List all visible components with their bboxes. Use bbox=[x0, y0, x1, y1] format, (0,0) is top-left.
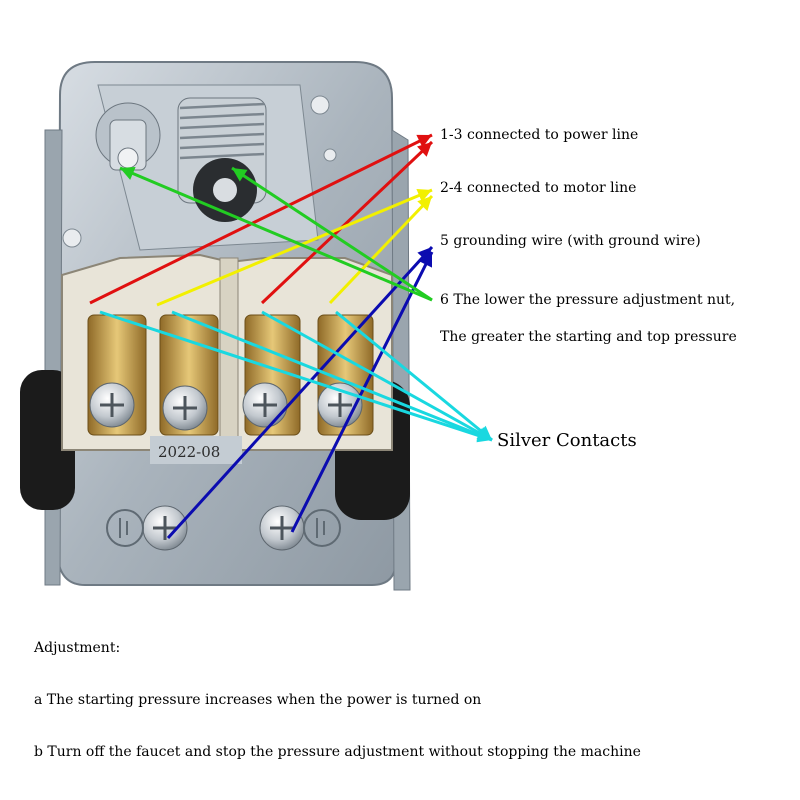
line-silver-2 bbox=[171, 310, 493, 442]
arrow-power-line-1-head bbox=[416, 134, 432, 148]
arrow-motor-line-2-head bbox=[417, 196, 432, 211]
rivet bbox=[310, 95, 330, 115]
arrow-nut-2 bbox=[231, 166, 433, 302]
ground-screws bbox=[106, 505, 341, 551]
label-motor-line: 2-4 connected to motor line bbox=[440, 180, 636, 196]
side-flange-left bbox=[44, 129, 63, 586]
arrow-power-line-1 bbox=[89, 133, 433, 305]
label-nut-line1: 6 The lower the pressure adjustment nut, bbox=[440, 292, 735, 308]
arrow-motor-line-1 bbox=[156, 188, 433, 307]
label-silver-contacts: Silver Contacts bbox=[497, 430, 637, 451]
adjustment-note-b: b Turn off the faucet and stop the press… bbox=[34, 744, 641, 760]
rivet bbox=[323, 148, 337, 162]
adjustment-spring bbox=[177, 97, 267, 222]
label-nut-line2: The greater the starting and top pressur… bbox=[440, 329, 737, 345]
arrow-nut-1 bbox=[119, 166, 433, 302]
line-silver-3 bbox=[261, 310, 493, 442]
line-silver-1 bbox=[99, 310, 493, 442]
callout-arrows bbox=[89, 133, 493, 540]
label-grounding: 5 grounding wire (with ground wire) bbox=[440, 233, 701, 249]
arrow-grounding-2 bbox=[290, 251, 434, 533]
date-stamp: 2022-08 bbox=[158, 443, 220, 461]
arrow-grounding-2-head bbox=[419, 252, 432, 268]
adjustment-note-a: a The starting pressure increases when t… bbox=[34, 692, 482, 708]
arrow-power-line-2 bbox=[260, 140, 434, 305]
ground-symbol bbox=[106, 509, 341, 547]
line-silver-4 bbox=[335, 310, 493, 442]
arrow-nut-2-head bbox=[232, 168, 248, 182]
arrow-grounding-1 bbox=[166, 245, 434, 540]
adjustment-nut bbox=[95, 102, 161, 171]
arrow-nut-1-head bbox=[120, 167, 136, 180]
arrow-power-line-2-head bbox=[417, 142, 432, 157]
line-silver-4-head bbox=[476, 425, 492, 440]
adjustment-heading: Adjustment: bbox=[34, 640, 121, 656]
arrow-motor-line-2 bbox=[328, 194, 434, 305]
arrow-motor-line-1-head bbox=[416, 188, 432, 202]
rivet bbox=[62, 228, 82, 248]
date-stamp-box bbox=[150, 436, 242, 464]
label-power-line: 1-3 connected to power line bbox=[440, 127, 638, 143]
